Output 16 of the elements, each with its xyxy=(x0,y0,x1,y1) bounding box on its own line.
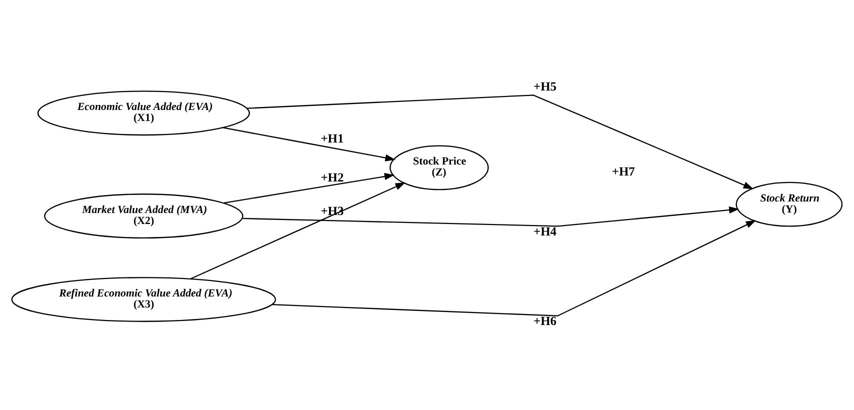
arrow xyxy=(247,94,754,189)
arrow xyxy=(190,182,406,279)
edge-label: +H4 xyxy=(533,224,557,238)
edge-label: +H1 xyxy=(320,131,344,146)
arrow xyxy=(223,126,396,161)
arrow xyxy=(242,206,740,226)
node-ellipse: Economic Value Added (EVA) (X1) xyxy=(37,90,250,136)
edge-label: +H5 xyxy=(533,78,557,93)
node-ellipse: Refined Economic Value Added (EVA) (X3) xyxy=(11,276,276,322)
arrow xyxy=(272,220,756,316)
edge-label: +H2 xyxy=(320,170,344,184)
arrow xyxy=(224,172,395,204)
node-ellipse: Market Value Added (MVA) (X2) xyxy=(44,193,244,238)
edge-label: +H6 xyxy=(533,314,557,328)
label: +H7 xyxy=(612,164,635,178)
edge-label: +H3 xyxy=(320,204,344,218)
